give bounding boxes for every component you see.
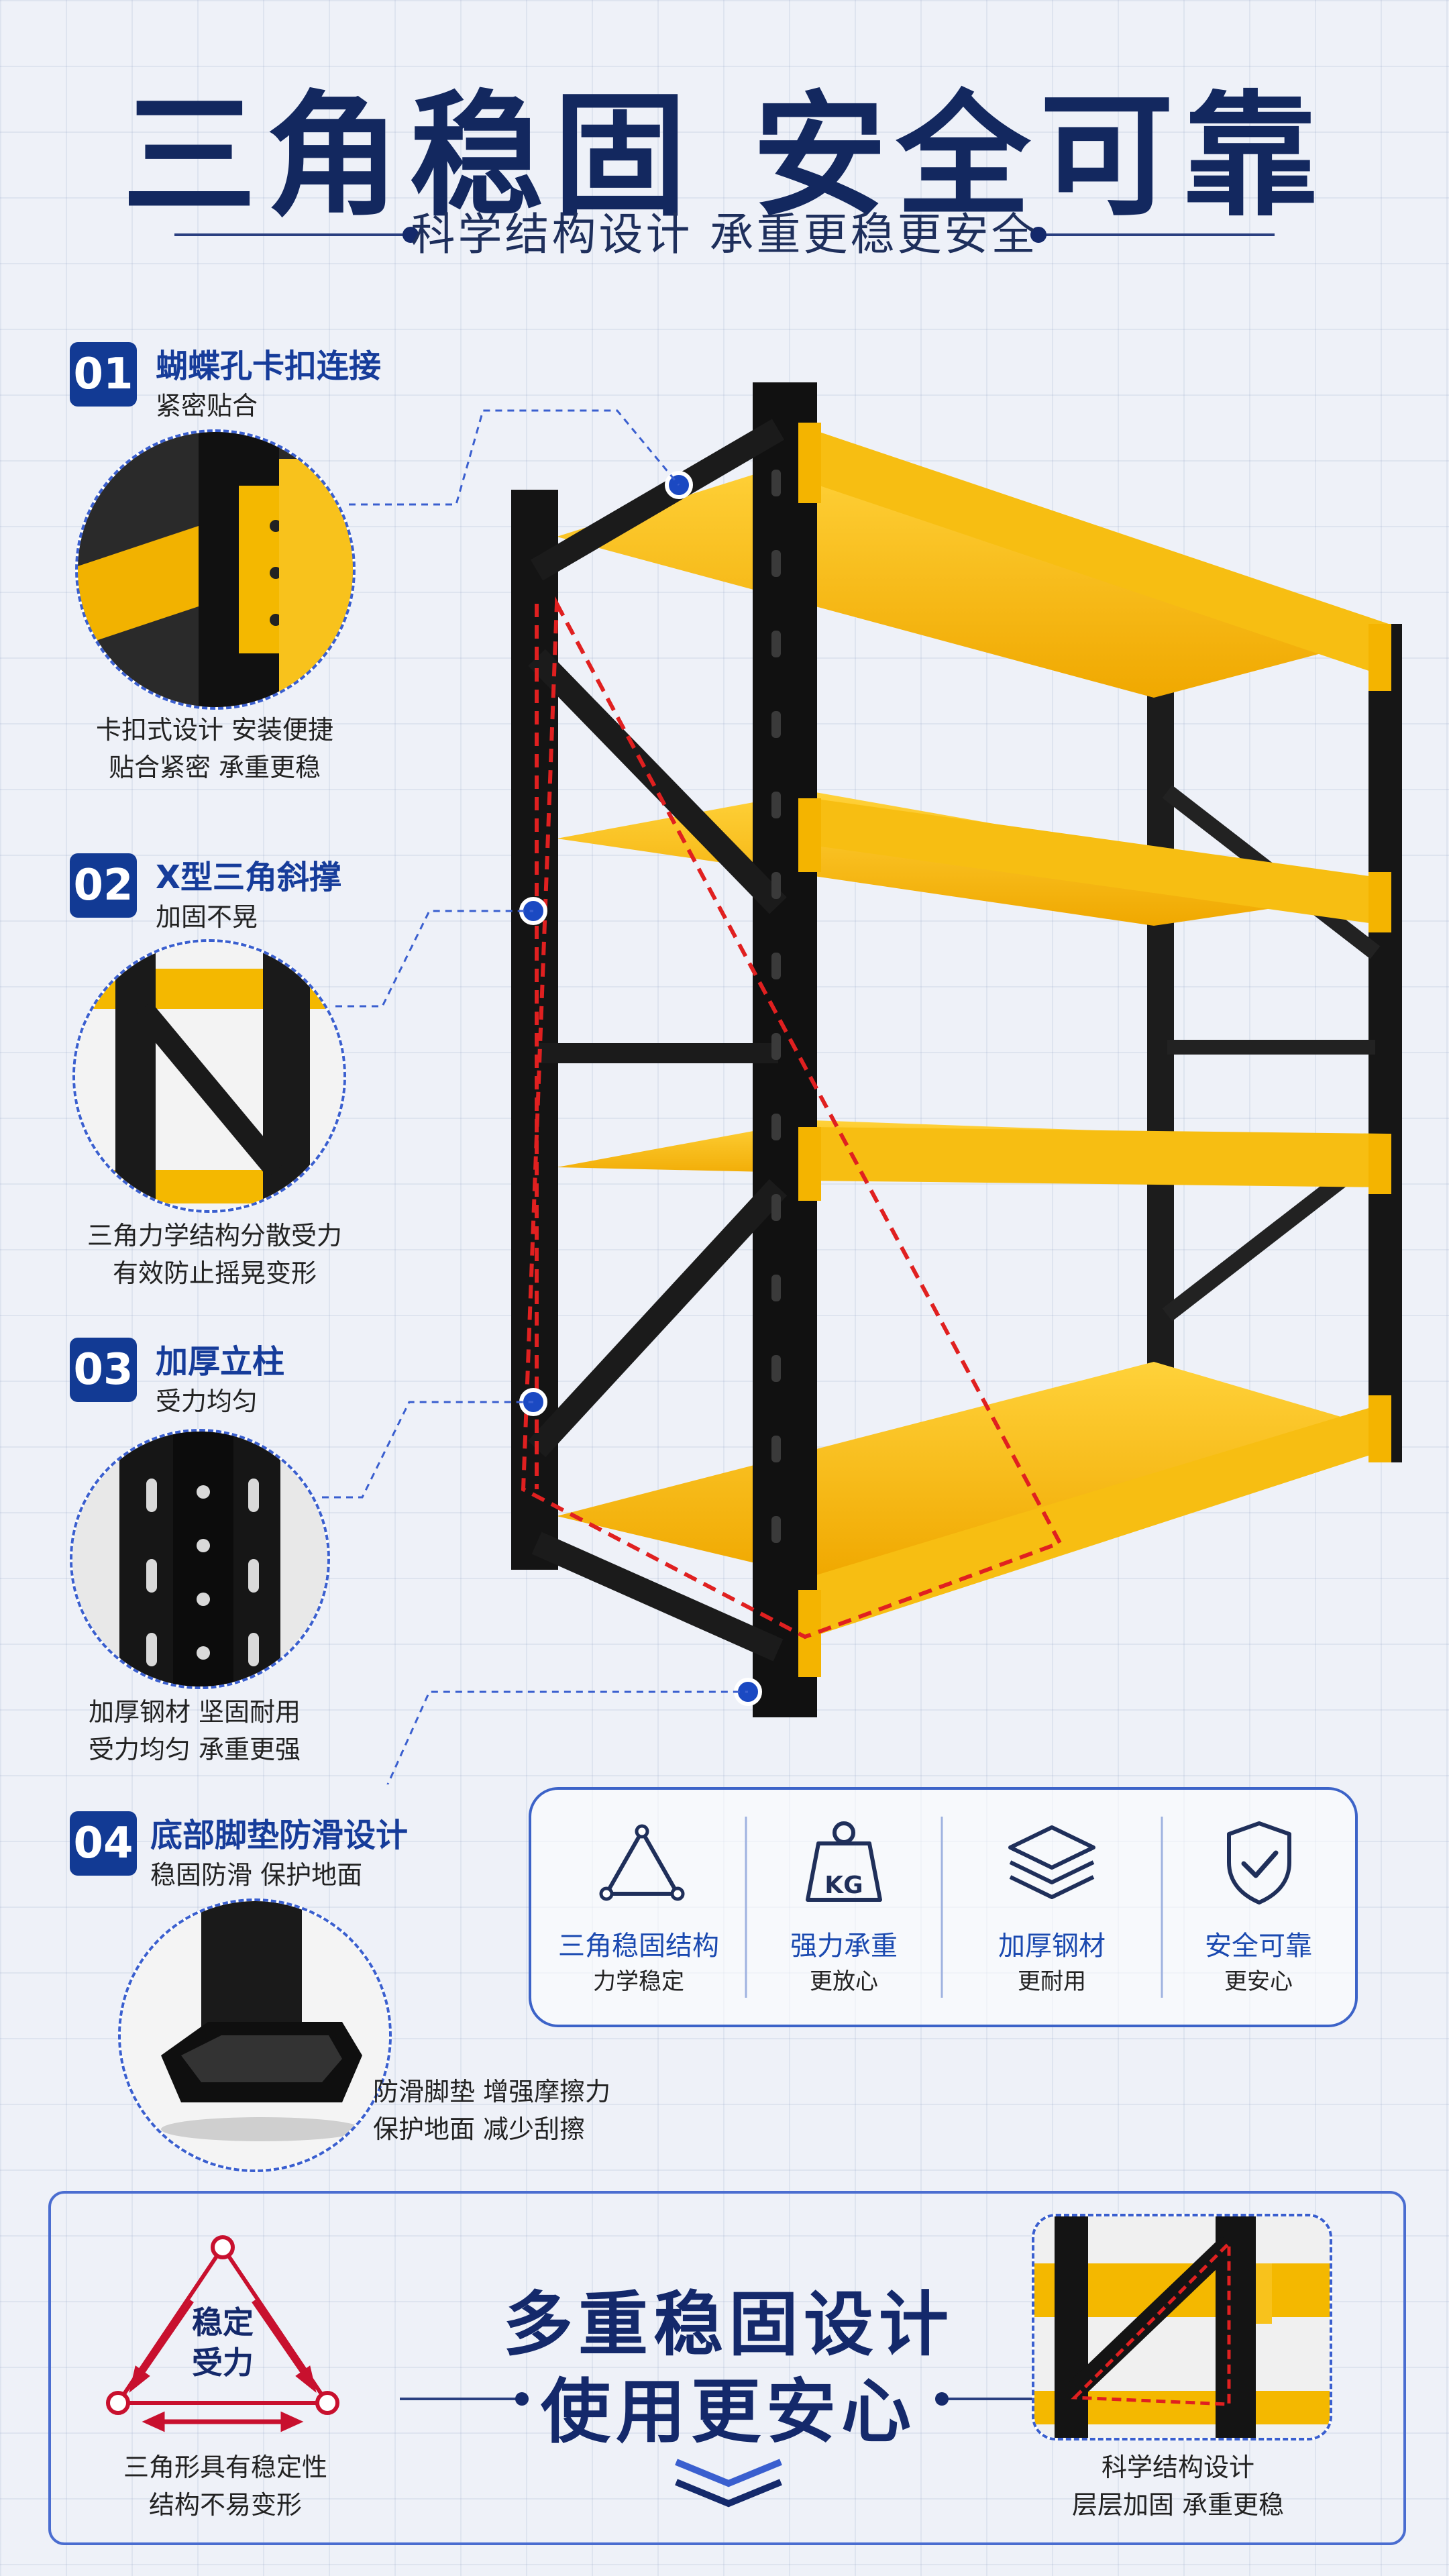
- shield-check-icon: [1227, 1821, 1291, 1904]
- page-title: 三角稳固 安全可靠: [122, 78, 1327, 235]
- badge-layers: 加厚钢材 更耐用: [942, 1790, 1162, 2025]
- feature-04-desc: 防滑脚垫 增强摩擦力 保护地面 减少刮擦: [373, 2073, 610, 2148]
- badge-weight: KG 强力承重 更放心: [746, 1790, 942, 2025]
- feature-title: 加厚立柱: [156, 1343, 285, 1381]
- badge-triangle: 三角稳固结构 力学稳定: [531, 1790, 746, 2025]
- headline-line2: 使用更安心: [540, 2371, 916, 2453]
- triangle-text-line2: 受力: [192, 2345, 254, 2381]
- feature-02-image: [72, 939, 346, 1213]
- badge-sub: 更耐用: [1018, 1968, 1086, 1995]
- feature-number: 02: [70, 853, 137, 918]
- triangle-icon: [599, 1824, 685, 1901]
- subtitle-decor-lines: [174, 227, 1275, 243]
- badge-label: 强力承重: [790, 1931, 898, 1962]
- feature-04-image: [118, 1898, 392, 2172]
- triangle-desc-line2: 结构不易变形: [148, 2490, 302, 2520]
- badge-label: 三角稳固结构: [558, 1931, 719, 1962]
- triangle-desc-line1: 三角形具有稳定性: [123, 2453, 327, 2482]
- badge-sub: 更放心: [810, 1968, 878, 1995]
- clip-closeup-illustration: [78, 432, 353, 707]
- page-subtitle: 科学结构设计 承重更稳更安全: [411, 209, 1038, 260]
- feature-desc-line2: 保护地面 减少刮擦: [373, 2114, 586, 2144]
- triangle-center-text: 稳定 受力: [182, 2302, 263, 2383]
- feature-title: 蝴蝶孔卡扣连接: [156, 347, 382, 385]
- foot-pad-closeup-illustration: [121, 1901, 389, 2169]
- bottom-summary-panel: 稳定 受力 三角形具有稳定性 结构不易变形 多重稳固设计 使用更安心 科学结构设…: [48, 2191, 1406, 2545]
- feature-01-image: [75, 429, 356, 710]
- subtitle-row: 科学结构设计 承重更稳更安全: [0, 201, 1449, 268]
- feature-number: 04: [70, 1811, 137, 1876]
- structure-desc-line1: 科学结构设计: [1101, 2453, 1254, 2482]
- x-brace-closeup-illustration: [75, 942, 343, 1210]
- feature-03-image: [70, 1429, 330, 1689]
- feature-desc-line1: 卡扣式设计 安装便捷: [95, 715, 334, 745]
- triangle-text-line1: 稳定: [192, 2304, 254, 2341]
- post-closeup-illustration: [72, 1432, 327, 1686]
- badge-sub: 力学稳定: [593, 1968, 684, 1995]
- shelf-illustration: [322, 382, 1402, 1784]
- feature-03-desc: 加厚钢材 坚固耐用 受力均匀 承重更强: [47, 1693, 342, 1768]
- feature-number: 01: [70, 342, 137, 407]
- feature-desc-line1: 三角力学结构分散受力: [87, 1221, 342, 1250]
- structure-desc-line2: 层层加固 承重更稳: [1071, 2490, 1285, 2520]
- feature-number: 03: [70, 1338, 137, 1402]
- structure-closeup-image: [1032, 2214, 1332, 2440]
- badge-shield: 安全可靠 更安心: [1162, 1790, 1355, 2025]
- headline-line1: 多重稳固设计: [502, 2284, 954, 2365]
- feature-01-desc: 卡扣式设计 安装便捷 贴合紧密 承重更稳: [54, 711, 376, 786]
- feature-desc-line1: 加厚钢材 坚固耐用: [88, 1697, 301, 1727]
- feature-02-desc: 三角力学结构分散受力 有效防止摇晃变形: [54, 1217, 376, 1292]
- shelf-corner-illustration: [1034, 2216, 1330, 2438]
- feature-title: X型三角斜撑: [156, 859, 342, 896]
- headline-decor: [400, 2392, 1064, 2508]
- structure-desc: 科学结构设计 层层加固 承重更稳: [1017, 2449, 1339, 2524]
- badge-dividers: [745, 1817, 1163, 1998]
- feature-desc-line1: 防滑脚垫 增强摩擦力: [373, 2077, 611, 2106]
- feature-subtitle: 稳固防滑 保护地面: [150, 1860, 363, 1890]
- feature-title: 底部脚垫防滑设计: [150, 1817, 409, 1854]
- badge-sub: 更安心: [1224, 1968, 1293, 1995]
- feature-subtitle: 加固不晃: [156, 902, 258, 932]
- layers-icon: [1008, 1825, 1095, 1899]
- feature-desc-line2: 贴合紧密 承重更稳: [108, 753, 321, 782]
- features-badge-panel: 三角稳固结构 力学稳定 KG 强力承重 更放心 加厚钢材 更耐用 安全可靠 更安…: [529, 1787, 1358, 2027]
- weight-icon: [806, 1821, 882, 1902]
- feature-desc-line2: 受力均匀 承重更强: [88, 1735, 301, 1764]
- stability-triangle-diagram: [106, 2235, 339, 2432]
- badge-label: 安全可靠: [1205, 1931, 1312, 1962]
- triangle-desc: 三角形具有稳定性 结构不易变形: [98, 2449, 353, 2524]
- shelf-boards: [557, 429, 1389, 1637]
- weight-icon-text: KG: [824, 1872, 863, 1899]
- feature-subtitle: 紧密贴合: [156, 391, 258, 421]
- feature-desc-line2: 有效防止摇晃变形: [112, 1258, 317, 1288]
- badge-label: 加厚钢材: [998, 1931, 1106, 1962]
- feature-subtitle: 受力均匀: [156, 1387, 258, 1416]
